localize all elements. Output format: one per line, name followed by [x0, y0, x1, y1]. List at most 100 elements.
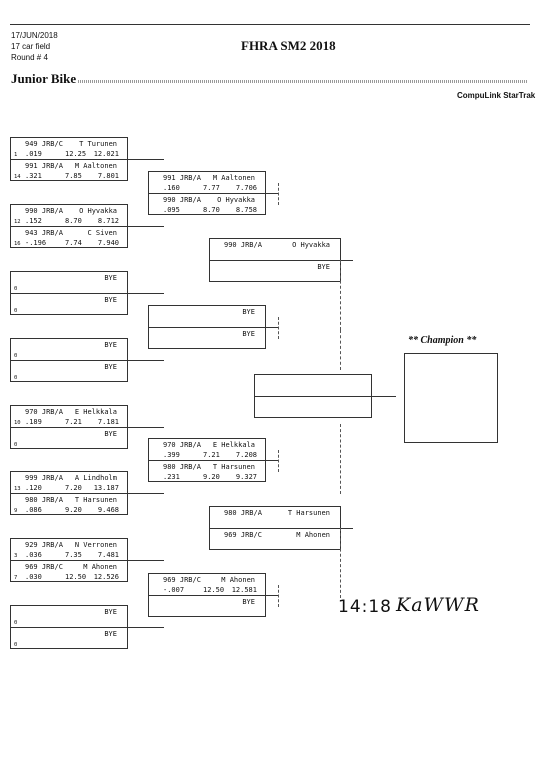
- entry-name: T Harsunen: [287, 509, 330, 517]
- r3-match-bottom: BYE: [210, 261, 340, 283]
- entry-reaction-time: .160: [163, 184, 180, 192]
- connector-dash: [278, 183, 279, 205]
- connector-line: [128, 560, 164, 561]
- entry-name: BYE: [242, 598, 255, 606]
- final-slot-bottom: [255, 397, 371, 419]
- entry-car-class: 999 JRB/A: [25, 474, 63, 482]
- entry-speed: 7.181: [97, 418, 119, 426]
- entry-name: A Lindholm: [74, 474, 117, 482]
- entry-name: E Helkkala: [212, 441, 255, 449]
- entry-name: T Harsunen: [212, 463, 255, 471]
- event-date: 17/JUN/2018: [11, 31, 58, 40]
- entry-et: 7.77: [203, 184, 220, 192]
- entry-car-class: 991 JRB/A: [25, 162, 63, 170]
- category-rule: [78, 80, 528, 83]
- entry-speed: 7.208: [235, 451, 257, 459]
- r2-match-top: BYE: [149, 306, 265, 328]
- entry-speed: 7.481: [97, 551, 119, 559]
- connector-dash: [340, 528, 341, 598]
- entry-reaction-time: .120: [25, 484, 42, 492]
- entry-reaction-time: -.007: [163, 586, 185, 594]
- entry-et: 8.70: [65, 217, 82, 225]
- entry-reaction-time: .095: [163, 206, 180, 214]
- entry-reaction-time: .036: [25, 551, 42, 559]
- entry-name: BYE: [104, 296, 117, 304]
- connector-dash: [278, 450, 279, 472]
- entry-seed: 0: [14, 620, 18, 626]
- entry-car-class: 969 JRB/C: [163, 576, 201, 584]
- entry-name: T Turunen: [79, 140, 117, 148]
- signature-scribble: KaWWR: [396, 594, 480, 616]
- entry-name: BYE: [242, 330, 255, 338]
- connector-line: [341, 260, 353, 261]
- entry-reaction-time: .086: [25, 506, 42, 514]
- entry-name: M Ahonen: [83, 563, 117, 571]
- field-size: 17 car field: [11, 42, 51, 51]
- entry-reaction-time: .152: [25, 217, 42, 225]
- entry-speed: 8.712: [97, 217, 119, 225]
- entry-seed: 14: [14, 174, 21, 180]
- entry-et: 8.70: [203, 206, 220, 214]
- connector-line: [372, 396, 386, 397]
- connector-line: [128, 360, 164, 361]
- entry-seed: 0: [14, 442, 18, 448]
- entry-name: E Helkkala: [74, 408, 117, 416]
- entry-name: BYE: [104, 274, 117, 282]
- entry-et: 9.20: [203, 473, 220, 481]
- connector-dash: [340, 330, 341, 370]
- entry-et: 12.50: [65, 573, 87, 581]
- connector-line: [384, 396, 396, 397]
- entry-car-class: 929 JRB/A: [25, 541, 63, 549]
- entry-speed: 7.940: [97, 239, 119, 247]
- entry-et: 7.85: [65, 172, 82, 180]
- entry-seed: 3: [14, 553, 18, 559]
- connector-line: [266, 327, 278, 328]
- connector-line: [266, 595, 278, 596]
- entry-et: 12.50: [203, 586, 225, 594]
- entry-name: O Hyvakka: [217, 196, 255, 204]
- entry-name: BYE: [104, 363, 117, 371]
- entry-car-class: 990 JRB/A: [25, 207, 63, 215]
- entry-seed: 13: [14, 486, 21, 492]
- entry-speed: 9.468: [97, 506, 119, 514]
- r1-match-top: BYE 0: [11, 606, 127, 628]
- entry-car-class: 990 JRB/A: [163, 196, 201, 204]
- entry-name: M Aaltonen: [74, 162, 117, 170]
- entry-car-class: 991 JRB/A: [163, 174, 201, 182]
- entry-car-class: 980 JRB/A: [25, 496, 63, 504]
- entry-et: 12.25: [65, 150, 87, 158]
- entry-car-class: 949 JRB/C: [25, 140, 63, 148]
- entry-speed: 12.581: [231, 586, 257, 594]
- entry-name: BYE: [104, 608, 117, 616]
- champion-label: ** Champion **: [408, 335, 477, 346]
- entry-reaction-time: .019: [25, 150, 42, 158]
- entry-name: O Hyvakka: [292, 241, 330, 249]
- category-title: Junior Bike: [11, 71, 77, 86]
- brand-label: CompuLink StarTrak: [457, 91, 536, 100]
